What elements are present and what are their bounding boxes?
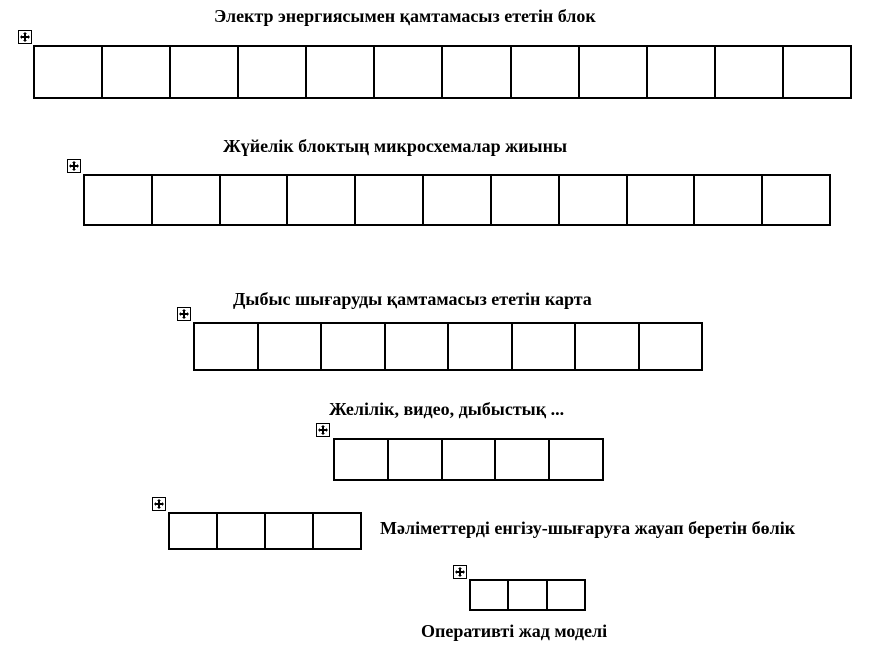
- move-handle-icon[interactable]: [453, 565, 467, 579]
- letter-cell[interactable]: [288, 176, 357, 224]
- letter-cell[interactable]: [627, 176, 696, 224]
- move-handle-icon[interactable]: [152, 497, 166, 511]
- letter-cell[interactable]: [579, 47, 648, 97]
- letter-cell[interactable]: [442, 440, 497, 479]
- letter-cell[interactable]: [85, 176, 153, 224]
- answer-grid-row-4: [333, 438, 604, 481]
- letter-cell[interactable]: [322, 324, 386, 369]
- letter-cell[interactable]: [496, 440, 551, 479]
- letter-cell[interactable]: [424, 176, 492, 224]
- move-handle-icon[interactable]: [67, 159, 81, 173]
- letter-cell[interactable]: [647, 47, 716, 97]
- letter-cell[interactable]: [171, 47, 240, 97]
- letter-cell[interactable]: [509, 581, 548, 609]
- answer-grid-row-2: [83, 174, 831, 226]
- letter-cell[interactable]: [103, 47, 172, 97]
- letter-cell[interactable]: [715, 47, 784, 97]
- letter-cell[interactable]: [220, 176, 289, 224]
- letter-cell[interactable]: [449, 324, 513, 369]
- letter-cell[interactable]: [335, 440, 389, 479]
- letter-cell[interactable]: [258, 324, 322, 369]
- letter-cell[interactable]: [239, 47, 308, 97]
- letter-cell[interactable]: [511, 47, 580, 97]
- answer-grid-row-3: [193, 322, 703, 371]
- row-3-title: Дыбыс шығаруды қамтамасыз ететін карта: [233, 289, 592, 309]
- letter-cell[interactable]: [695, 176, 764, 224]
- letter-cell[interactable]: [385, 324, 449, 369]
- letter-cell[interactable]: [471, 581, 510, 609]
- row-5-title: Мәліметтерді енгізу-шығаруға жауап берет…: [380, 518, 796, 538]
- row-6-title: Оперативті жад моделі: [421, 621, 608, 641]
- move-handle-icon[interactable]: [316, 423, 330, 437]
- letter-cell[interactable]: [314, 514, 360, 548]
- letter-cell[interactable]: [547, 581, 584, 609]
- letter-cell[interactable]: [443, 47, 512, 97]
- row-1-title: Электр энергиясымен қамтамасыз ететін бл…: [214, 6, 596, 26]
- move-handle-icon[interactable]: [177, 307, 191, 321]
- letter-cell[interactable]: [559, 176, 628, 224]
- row-4-title: Желілік, видео, дыбыстық ...: [329, 399, 565, 419]
- letter-cell[interactable]: [639, 324, 701, 369]
- letter-cell[interactable]: [550, 440, 602, 479]
- letter-cell[interactable]: [218, 514, 266, 548]
- move-handle-icon[interactable]: [18, 30, 32, 44]
- answer-grid-row-6: [469, 579, 586, 611]
- letter-cell[interactable]: [307, 47, 376, 97]
- letter-cell[interactable]: [512, 324, 576, 369]
- letter-cell[interactable]: [375, 47, 444, 97]
- letter-cell[interactable]: [388, 440, 443, 479]
- letter-cell[interactable]: [170, 514, 218, 548]
- letter-cell[interactable]: [491, 176, 560, 224]
- row-2-title: Жүйелік блоктың микросхемалар жиыны: [223, 136, 568, 156]
- letter-cell[interactable]: [35, 47, 104, 97]
- letter-cell[interactable]: [576, 324, 640, 369]
- answer-grid-row-5: [168, 512, 362, 550]
- letter-cell[interactable]: [266, 514, 314, 548]
- letter-cell[interactable]: [356, 176, 425, 224]
- letter-cell[interactable]: [763, 176, 829, 224]
- answer-grid-row-1: [33, 45, 852, 99]
- letter-cell[interactable]: [195, 324, 259, 369]
- letter-cell[interactable]: [152, 176, 221, 224]
- letter-cell[interactable]: [783, 47, 850, 97]
